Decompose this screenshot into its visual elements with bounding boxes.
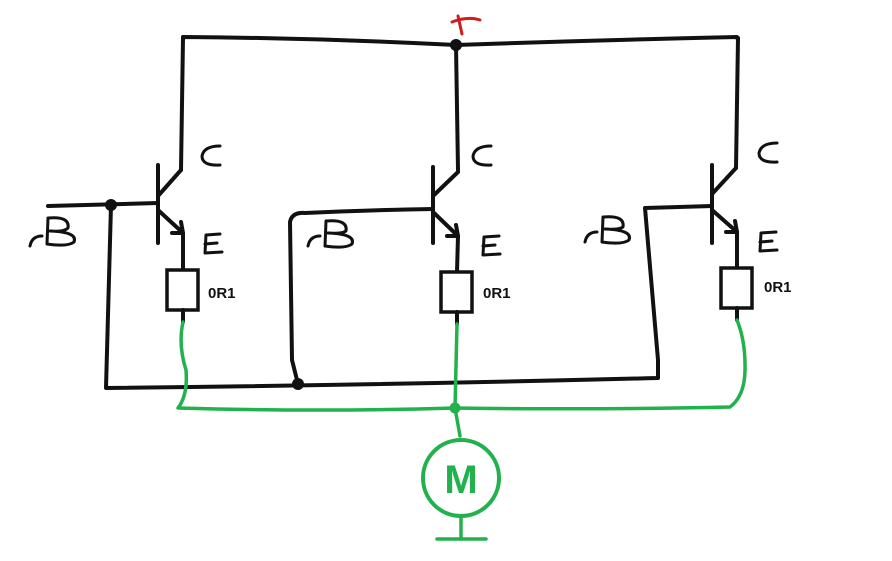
resistor-2-label: 0R1 [483, 285, 511, 302]
collector-wire-3 [734, 36, 740, 170]
collector-wire-2 [454, 43, 460, 172]
transistor-1-emitter-letter [203, 232, 224, 255]
output-wire-2 [453, 322, 459, 410]
transistor-1-emitter-lead [156, 208, 185, 235]
motor: M [421, 438, 501, 541]
resistor-1 [165, 268, 200, 312]
resistor-1-label: 0R1 [208, 285, 236, 302]
base-return-rail [104, 203, 714, 390]
transistor-3-emitter-letter [758, 230, 779, 253]
collector-wire-1 [179, 36, 185, 172]
resistor-3 [719, 266, 754, 310]
supply-plus-mark [450, 14, 482, 36]
transistor-2-collector-letter [471, 144, 493, 167]
transistor-1-collector-letter [200, 144, 222, 167]
transistor-1-base-letter [28, 216, 76, 248]
transistor-1-collector-lead [156, 168, 183, 198]
transistor-2-emitter-letter [481, 234, 502, 257]
transistor-3-base-letter [583, 215, 631, 245]
base-input-wire-1 [46, 201, 160, 208]
transistor-3-collector-lead [710, 166, 738, 196]
base-junction-2 [292, 378, 304, 390]
transistor-1 [156, 163, 185, 272]
transistor-3 [710, 163, 739, 270]
transistor-2-collector-lead [431, 170, 460, 198]
motor-label: M [444, 458, 477, 502]
transistor-2-emitter-lead [431, 210, 460, 238]
resistor-2 [439, 270, 474, 314]
transistor-3-emitter-lead [710, 208, 739, 234]
transistor-2-emitter-drop [455, 234, 460, 274]
resistor-3-label: 0R1 [764, 279, 792, 296]
motor-feed-wire [453, 406, 462, 438]
transistor-2-base-letter [306, 219, 354, 249]
transistor-2 [431, 165, 460, 274]
base-wire-2 [288, 207, 435, 386]
transistor-3-collector-letter [757, 141, 779, 164]
